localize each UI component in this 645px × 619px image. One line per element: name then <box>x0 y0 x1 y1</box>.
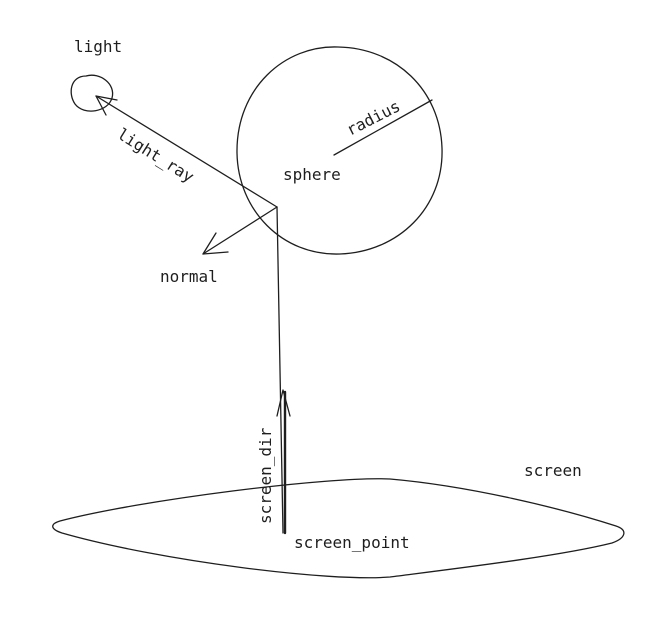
light-ray-line <box>95 95 278 208</box>
screen-point-label: screen_point <box>294 533 410 552</box>
sphere-circle <box>236 46 443 255</box>
radius-line <box>333 99 433 156</box>
normal-line <box>202 206 278 255</box>
normal-label: normal <box>160 267 218 286</box>
light-ray-label: light_ray <box>114 124 198 186</box>
view-ray-line <box>276 206 284 534</box>
light-label: light <box>74 37 122 56</box>
screen-dir-arrowhead <box>276 389 291 417</box>
normal-arrowhead <box>202 232 229 255</box>
sphere-label: sphere <box>283 165 341 184</box>
screen-plane <box>52 478 625 579</box>
screen-dir-label: screen_dir <box>256 427 275 524</box>
light-source-circle <box>70 74 114 112</box>
screen-label: screen <box>524 461 582 480</box>
light-ray-arrowhead <box>95 95 118 116</box>
